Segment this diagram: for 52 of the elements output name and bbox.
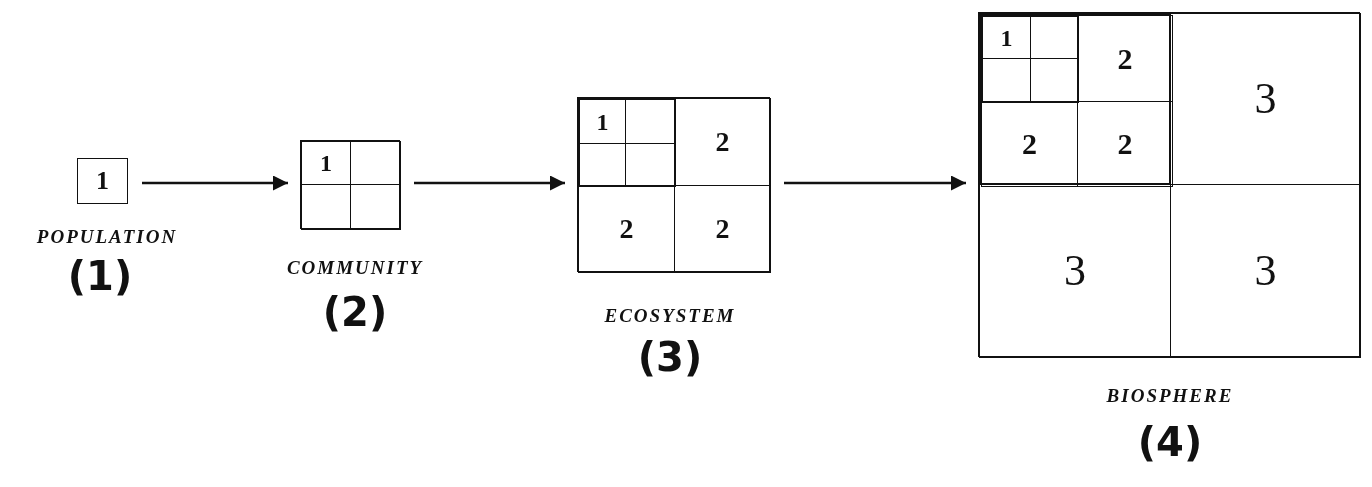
grid-square [978, 12, 1360, 357]
empty-cell [625, 99, 676, 144]
stage-number: (3) [637, 337, 703, 377]
grid-square [981, 15, 1078, 102]
cell-number: 2 [1117, 129, 1133, 159]
grid-cell [981, 101, 1078, 187]
empty-cell [1030, 16, 1079, 59]
grid-cell [979, 184, 1171, 358]
stage-number: (2) [322, 292, 388, 332]
cell-number: 2 [715, 128, 730, 156]
arrow [784, 175, 966, 191]
empty-cell [350, 141, 401, 185]
cell-number: 2 [1022, 129, 1037, 159]
grid-cell [77, 158, 128, 204]
grid-cell [982, 16, 1031, 59]
arrow [414, 175, 565, 191]
cell-number: 3 [1254, 77, 1277, 121]
grid-cell [579, 99, 626, 144]
empty-cell [1030, 58, 1079, 103]
grid-cell [578, 185, 675, 273]
arrow [142, 175, 288, 191]
empty-cell [625, 143, 676, 187]
grid-square [979, 13, 1171, 185]
grid-cell [1077, 101, 1173, 187]
cell-number: 1 [1000, 25, 1013, 50]
grid-square [578, 98, 675, 186]
cell-number: 1 [320, 151, 332, 175]
cell-number: 2 [1117, 43, 1133, 74]
cell-number: 1 [96, 168, 109, 194]
stage-name: BIOSPHERE [1106, 386, 1234, 405]
stage-name: ECOSYSTEM [604, 306, 736, 325]
stage-number: (1) [67, 256, 133, 296]
grid-cell [674, 185, 771, 273]
cell-number: 2 [715, 215, 730, 243]
empty-cell [350, 184, 401, 230]
grid-cell [674, 98, 771, 186]
grid-cell [1170, 13, 1361, 185]
grid-cell [1170, 184, 1361, 358]
grid-cell [301, 141, 351, 185]
stage-name: POPULATION [36, 227, 178, 246]
empty-cell [579, 143, 626, 187]
cell-number: 3 [1254, 249, 1277, 293]
stage-name: COMMUNITY [286, 258, 424, 277]
empty-cell [982, 58, 1031, 103]
grid-square [577, 97, 770, 272]
empty-cell [301, 184, 351, 230]
stage-number: (4) [1137, 422, 1203, 462]
cell-number: 1 [596, 109, 609, 134]
cell-number: 2 [619, 215, 634, 243]
grid-cell [1077, 15, 1173, 102]
grid-square [300, 140, 400, 229]
cell-number: 3 [1064, 249, 1086, 293]
